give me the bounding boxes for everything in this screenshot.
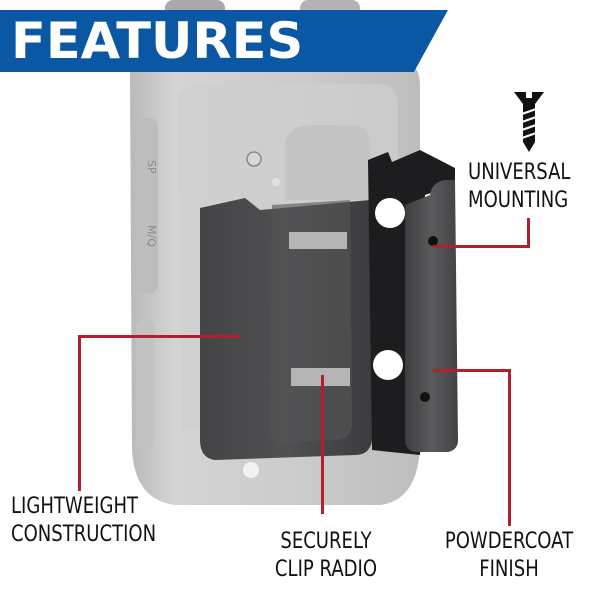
banner-title: FEATURES <box>11 12 304 70</box>
callout-securely-clip-radio: SECURELY CLIP RADIO <box>275 528 377 584</box>
features-banner: FEATURES <box>0 10 448 72</box>
leader-line-lightweight-h <box>78 335 241 338</box>
callout-line: LIGHTWEIGHT <box>11 494 139 519</box>
callout-line: SECURELY <box>280 529 372 554</box>
mounting-bracket <box>368 150 458 455</box>
callout-line: UNIVERSAL <box>468 160 571 185</box>
callout-lightweight-construction: LIGHTWEIGHT CONSTRUCTION <box>11 493 156 549</box>
leader-line-securely <box>321 375 324 514</box>
leader-line-powdercoat-h <box>433 369 511 372</box>
callout-line: POWDERCOAT <box>444 529 574 554</box>
callout-line: CONSTRUCTION <box>11 522 157 547</box>
screw-icon <box>514 92 544 152</box>
leader-line-universal-h <box>433 245 530 248</box>
radio-label-sp: SP <box>145 160 158 174</box>
holster-plate <box>200 198 372 460</box>
callout-line: CLIP RADIO <box>274 557 378 582</box>
leader-line-powdercoat <box>508 369 511 526</box>
leader-line-universal <box>527 218 530 248</box>
callout-line: FINISH <box>479 557 539 582</box>
callout-universal-mounting: UNIVERSAL MOUNTING <box>468 159 570 215</box>
callout-powdercoat-finish: POWDERCOAT FINISH <box>445 528 573 584</box>
radio-label-mq: M/Q <box>145 225 158 247</box>
callout-line: MOUNTING <box>468 188 569 213</box>
leader-line-lightweight <box>78 335 81 491</box>
